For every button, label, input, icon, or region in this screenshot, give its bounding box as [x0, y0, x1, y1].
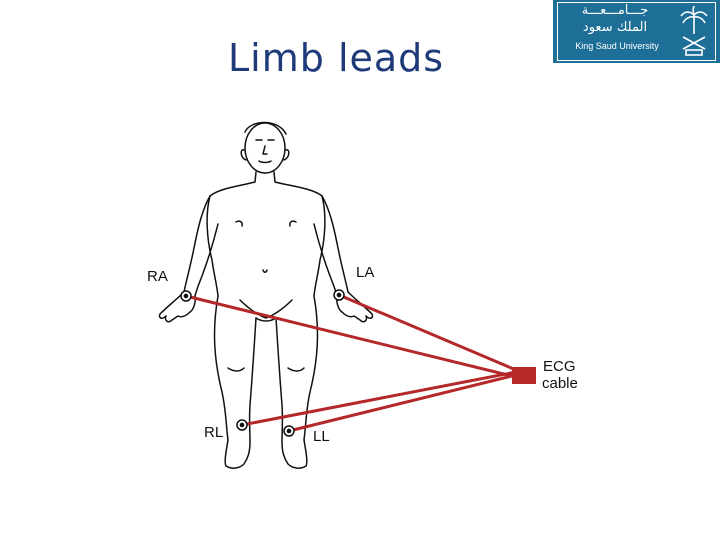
ra-lead-wire	[184, 294, 518, 379]
electrodes	[180, 289, 345, 437]
ll-lead-wire	[287, 373, 518, 433]
la-lead-wire	[337, 293, 518, 372]
la-electrode-icon	[333, 289, 345, 301]
rl-electrode-icon	[236, 419, 248, 431]
palm-emblem-icon	[680, 5, 708, 56]
label-rl: RL	[204, 424, 223, 441]
logo-arabic-line1: جـــامـــعـــة	[581, 3, 649, 18]
label-ecg-cable-line2: cable	[542, 375, 578, 392]
ll-electrode-icon	[283, 425, 295, 437]
rl-lead-wire	[240, 370, 518, 427]
ecg-cable-connector	[512, 367, 536, 384]
university-logo: جـــامـــعـــة الملك سعود King Saud Univ…	[553, 0, 720, 63]
logo-arabic-line2: الملك سعود	[582, 20, 648, 35]
label-ra: RA	[147, 268, 168, 285]
slide-title: Limb leads	[228, 36, 445, 80]
label-la: LA	[356, 264, 374, 281]
lead-wires	[184, 293, 518, 433]
label-ecg-cable-line1: ECG	[543, 358, 576, 375]
logo-frame	[557, 2, 716, 61]
logo-english-name: King Saud University	[575, 41, 659, 51]
label-ll: LL	[313, 428, 330, 445]
ra-electrode-icon	[180, 290, 192, 302]
